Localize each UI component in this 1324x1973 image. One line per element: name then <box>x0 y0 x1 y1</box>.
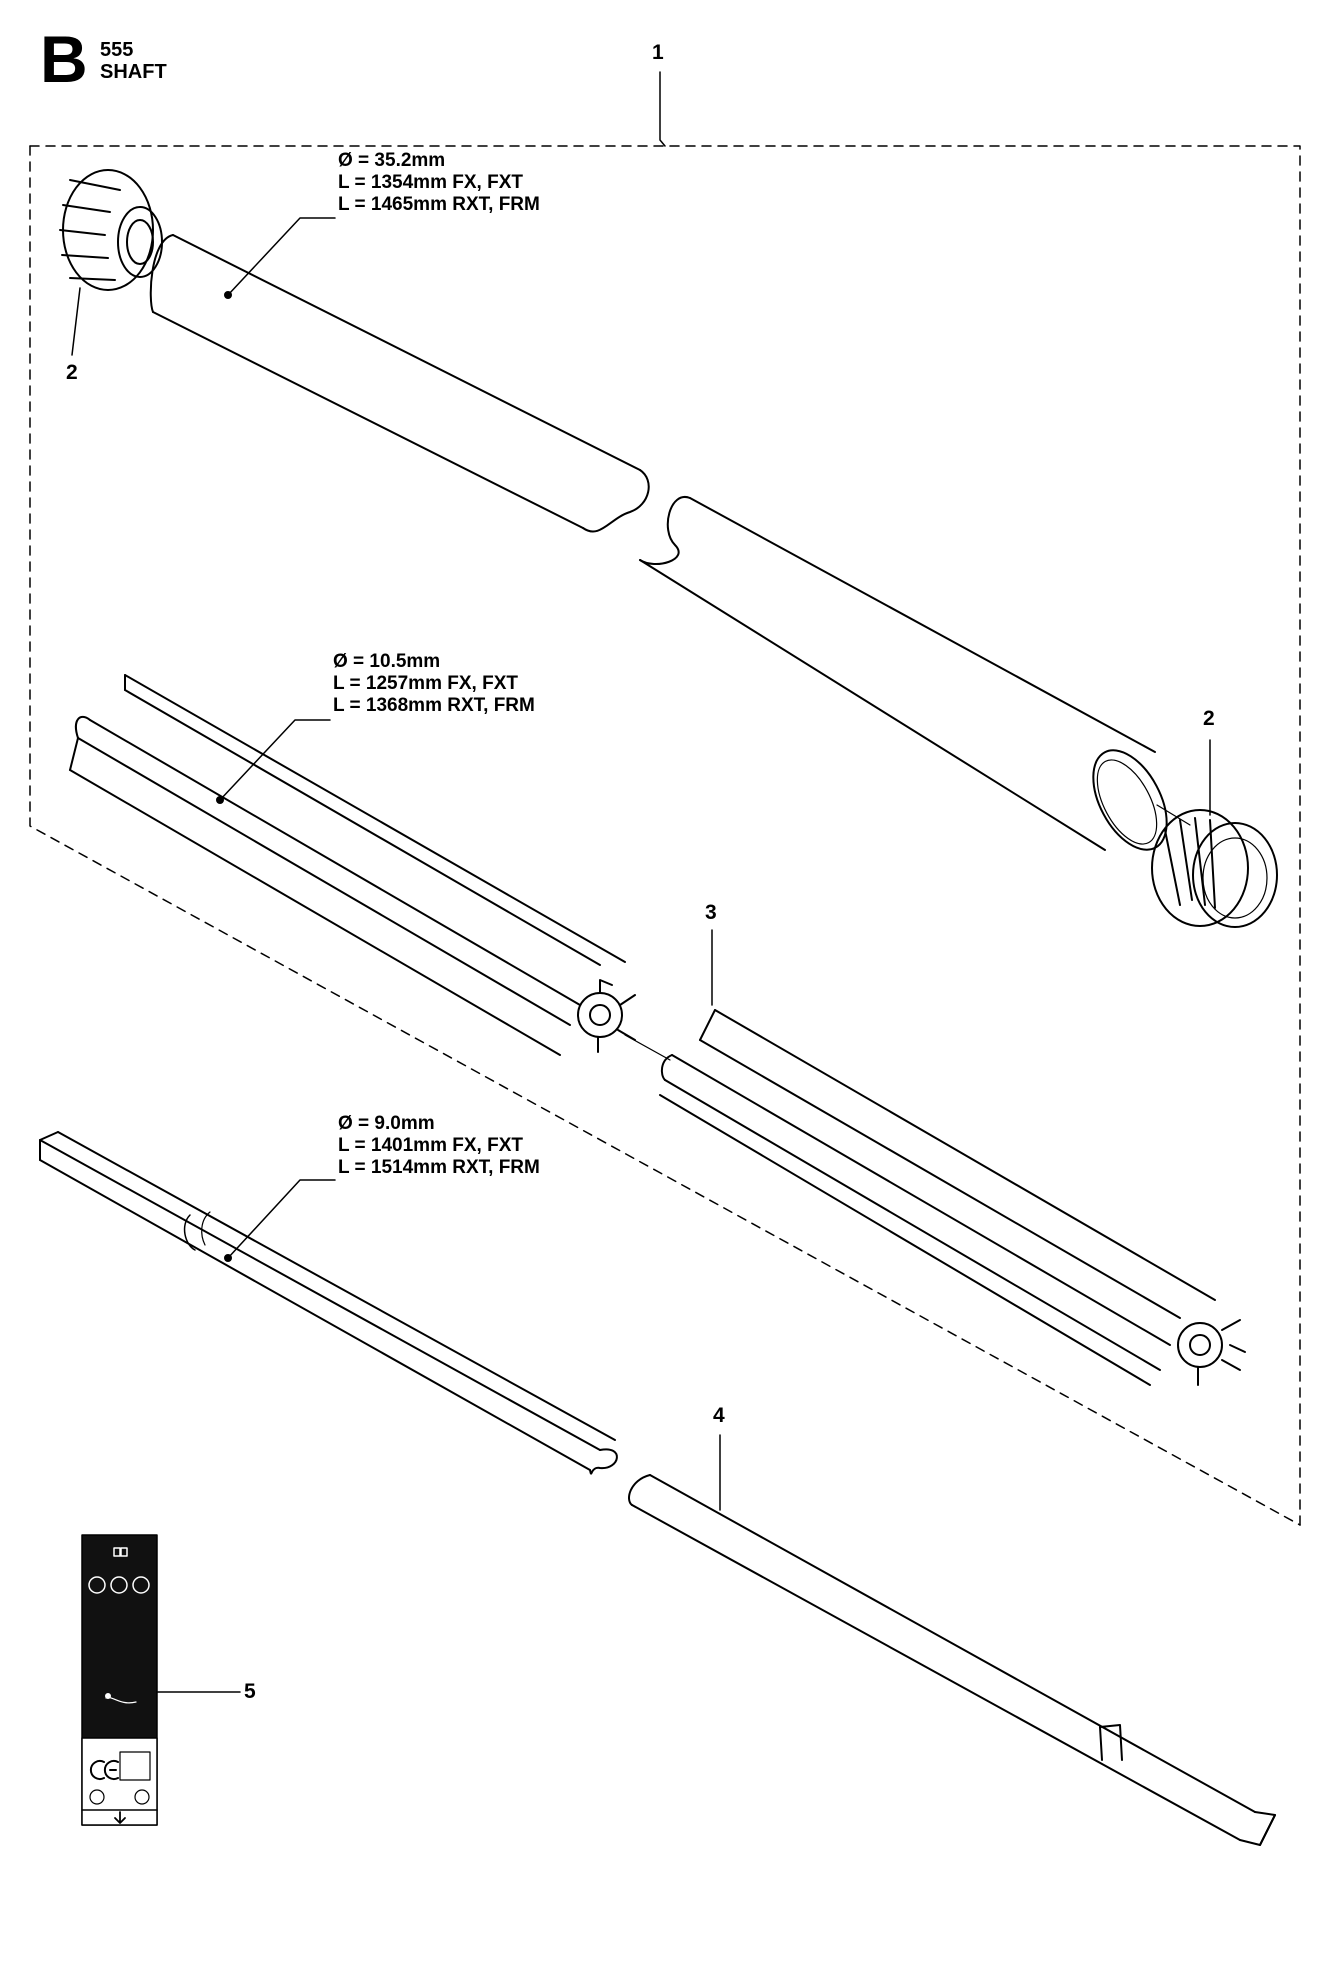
leader-drive-shaft <box>227 1179 336 1259</box>
spec-shaft-tube: Ø = 35.2mm L = 1354mm FX, FXT L = 1465mm… <box>338 150 540 216</box>
callout-4: 4 <box>713 1404 725 1427</box>
leader-2-top <box>71 287 81 356</box>
callout-2-top: 2 <box>66 361 78 384</box>
spec-diameter: Ø = 35.2mm <box>338 150 446 171</box>
liner-upper <box>69 674 636 1056</box>
assembly-boundary <box>29 145 1301 1526</box>
ce-mark-icon <box>89 1760 119 1780</box>
helmet-icon <box>88 1576 106 1594</box>
book-icon <box>113 1547 128 1557</box>
section-title: SHAFT <box>100 61 167 83</box>
model-number: 555 <box>100 39 134 61</box>
spec-liner: Ø = 10.5mm L = 1257mm FX, FXT L = 1368mm… <box>333 651 535 717</box>
leader-1 <box>659 71 666 147</box>
glove-icon <box>132 1576 150 1594</box>
callout-2-right: 2 <box>1203 707 1215 730</box>
clamp-nut-right <box>1151 809 1278 928</box>
callout-3: 3 <box>705 901 717 924</box>
drive-shaft-lower <box>628 1474 1276 1846</box>
callout-1: 1 <box>652 41 664 64</box>
clamp-nut-top <box>59 169 163 291</box>
section-letter: B <box>40 22 88 96</box>
spec-length-fx: L = 1354mm FX, FXT <box>338 172 523 193</box>
leader-liner <box>219 719 331 801</box>
recycle-icon <box>89 1789 150 1805</box>
spec-length-rxt: L = 1465mm RXT, FRM <box>338 194 540 215</box>
spec-length-fx: L = 1401mm FX, FXT <box>338 1135 523 1156</box>
spec-length-fx: L = 1257mm FX, FXT <box>333 673 518 694</box>
spec-diameter: Ø = 9.0mm <box>338 1113 435 1134</box>
ear-protection-icon <box>110 1576 128 1594</box>
spec-diameter: Ø = 10.5mm <box>333 651 441 672</box>
arrow-down-icon <box>114 1811 126 1824</box>
spec-drive-shaft: Ø = 9.0mm L = 1401mm FX, FXT L = 1514mm … <box>338 1113 540 1179</box>
liner-lower <box>659 1009 1246 1386</box>
leader-shaft-tube <box>227 217 336 296</box>
callout-5: 5 <box>244 1680 256 1703</box>
drive-shaft-upper <box>39 1131 618 1475</box>
spec-length-rxt: L = 1514mm RXT, FRM <box>338 1157 540 1178</box>
shaft-tube <box>149 234 1168 851</box>
spec-length-rxt: L = 1368mm RXT, FRM <box>333 695 535 716</box>
